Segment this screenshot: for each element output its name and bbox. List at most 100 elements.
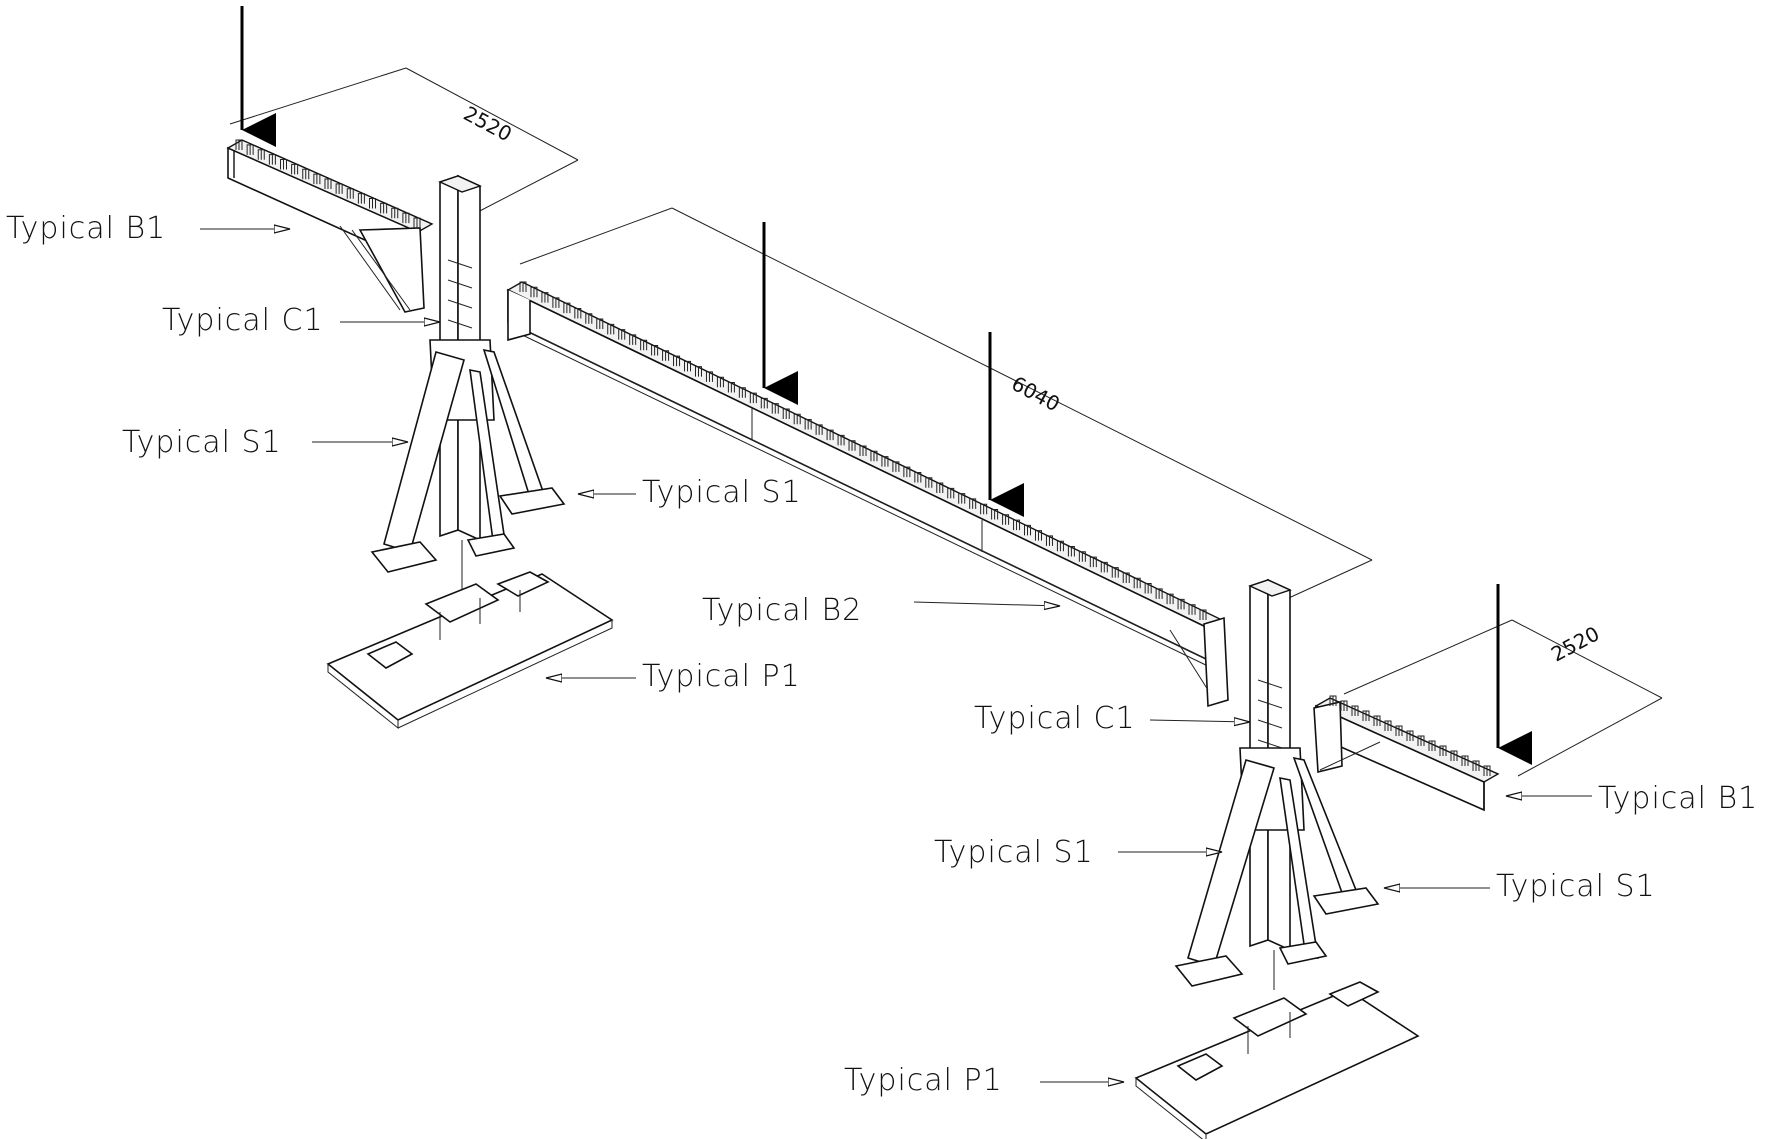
stud-mark — [1417, 735, 1425, 746]
dimension-left-text: 2520 — [460, 101, 516, 146]
stud-mark — [596, 318, 604, 330]
label-typical-s1-left-b: Typical S1 — [642, 475, 802, 510]
stud-mark — [870, 450, 878, 462]
stud-mark — [640, 339, 648, 351]
stud-mark — [291, 163, 299, 175]
stud-mark — [673, 355, 681, 367]
stud-mark — [1089, 556, 1097, 568]
stud-mark — [357, 193, 365, 204]
label-typical-c1-left: Typical C1 — [162, 303, 324, 338]
stud-mark — [727, 382, 735, 393]
stud-mark — [402, 212, 410, 224]
stud-mark — [804, 419, 812, 430]
stud-mark — [1483, 765, 1491, 776]
stud-mark — [1461, 755, 1469, 766]
stud-mark — [705, 371, 713, 382]
label-typical-b1-left: Typical B1 — [6, 211, 166, 246]
stud-mark — [684, 360, 692, 372]
stud-mark — [1166, 593, 1174, 605]
stud-mark — [280, 159, 287, 170]
stud-mark — [346, 188, 354, 199]
stud-mark — [268, 154, 276, 165]
stud-mark — [980, 503, 988, 515]
stud-mark — [1078, 551, 1086, 562]
stud-mark — [335, 183, 343, 194]
stud-mark — [1024, 524, 1032, 536]
dimension-right-text: 2520 — [1547, 621, 1603, 666]
right-base-plate — [1134, 981, 1420, 1139]
stud-mark — [1144, 583, 1152, 594]
stud-mark — [1199, 609, 1207, 620]
stud-mark — [574, 307, 582, 319]
stud-mark — [1406, 730, 1414, 741]
stud-mark — [738, 387, 746, 398]
stud-mark — [380, 202, 388, 214]
stud-mark — [324, 178, 332, 189]
stud-mark — [1111, 567, 1119, 578]
stud-mark — [925, 477, 933, 488]
right-column-stiffeners — [1174, 756, 1380, 987]
stud-mark — [257, 149, 265, 160]
stud-mark — [1056, 540, 1064, 552]
stud-mark — [859, 445, 867, 456]
stud-mark — [1395, 725, 1403, 736]
stud-mark — [391, 207, 399, 219]
stud-mark — [1472, 760, 1480, 771]
stud-mark — [662, 350, 670, 361]
stud-mark — [629, 334, 637, 345]
stud-mark — [1439, 745, 1447, 756]
stud-mark — [519, 281, 527, 292]
stud-mark — [947, 487, 955, 499]
label-typical-s1-left-a: Typical S1 — [122, 425, 282, 460]
left-base-plate — [326, 571, 614, 730]
stud-mark — [694, 366, 702, 377]
load-arrows — [240, 6, 1532, 765]
stud-mark — [1362, 710, 1370, 721]
stud-mark — [848, 440, 856, 451]
stud-mark — [530, 286, 538, 298]
left-column-stiffeners — [370, 348, 566, 573]
stud-mark — [1329, 695, 1337, 706]
stud-mark — [541, 292, 549, 303]
stud-mark — [1428, 740, 1436, 751]
stud-mark — [1067, 546, 1075, 557]
label-typical-s1-right-b: Typical S1 — [1496, 869, 1656, 904]
stud-mark — [1340, 700, 1348, 711]
label-typical-s1-right-a: Typical S1 — [934, 835, 1094, 870]
dimension-main-text: 6040 — [1008, 371, 1064, 416]
stud-mark — [1177, 598, 1185, 610]
stud-mark — [815, 424, 823, 435]
label-typical-c1-right: Typical C1 — [974, 701, 1136, 736]
stud-mark — [837, 434, 845, 446]
stud-mark — [793, 413, 801, 425]
stud-mark — [302, 168, 310, 180]
stud-mark — [1100, 561, 1108, 573]
stud-mark — [969, 498, 977, 509]
callouts: Typical B1 Typical C1 Typical S1 Typical… — [6, 211, 1758, 1098]
label-typical-p1-right: Typical P1 — [844, 1063, 1003, 1098]
label-typical-b1-right: Typical B1 — [1598, 781, 1758, 816]
stud-mark — [1188, 604, 1196, 615]
stud-mark — [1384, 720, 1392, 731]
stud-mark — [1034, 530, 1042, 541]
stud-mark — [1351, 705, 1359, 716]
stud-mark — [618, 329, 626, 340]
stud-mark — [1133, 577, 1141, 589]
main-span-dimension: 6040 — [519, 207, 1373, 603]
right-cantilever-beam — [1313, 695, 1500, 812]
stud-mark — [936, 482, 944, 494]
stud-mark — [607, 323, 615, 335]
stud-mark — [413, 217, 421, 228]
stud-mark — [716, 376, 724, 388]
stud-mark — [914, 471, 922, 483]
stud-mark — [782, 408, 790, 419]
stud-mark — [552, 297, 560, 308]
stud-mark — [1013, 519, 1021, 531]
stud-mark — [749, 392, 757, 404]
stud-mark — [1373, 715, 1381, 726]
stud-mark — [958, 493, 966, 504]
label-typical-p1-left: Typical P1 — [642, 659, 801, 694]
stud-mark — [313, 173, 321, 185]
leader-arrow-icon — [1149, 720, 1250, 722]
